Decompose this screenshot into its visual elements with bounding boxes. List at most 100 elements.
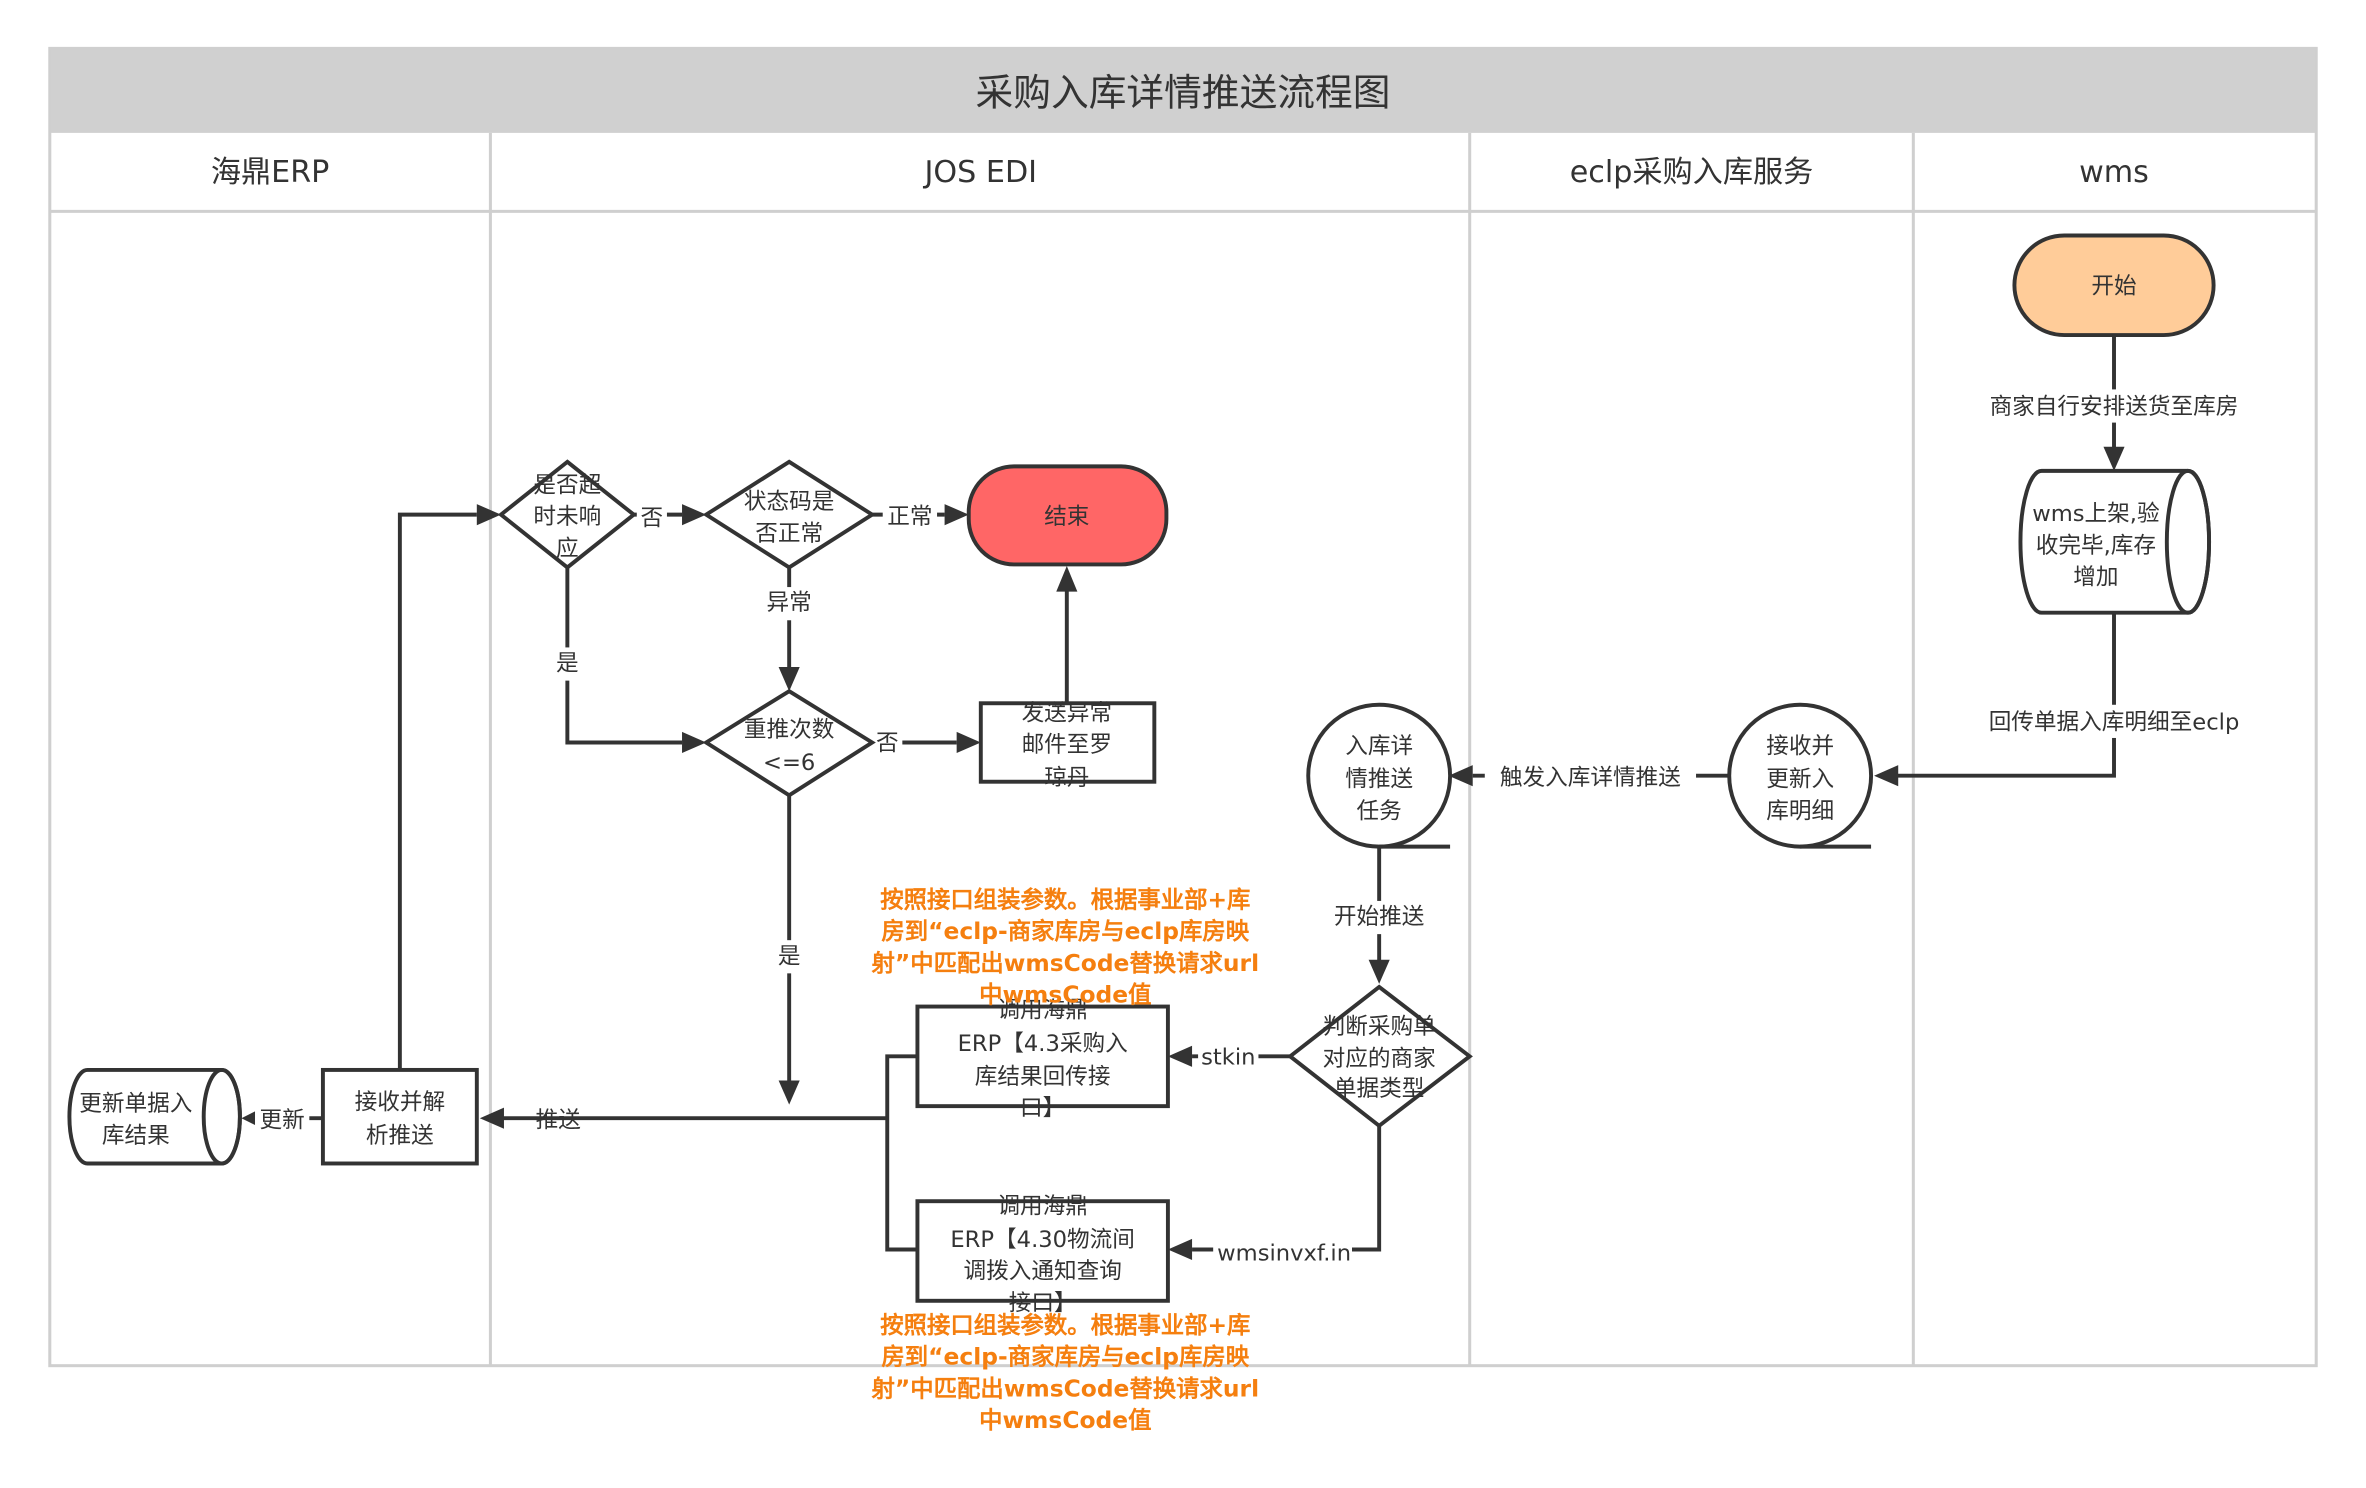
arrow-head bbox=[241, 1110, 257, 1126]
node-call-43-line3: 库结果回传接 bbox=[975, 1064, 1111, 1090]
node-status-ok-line2: 否正常 bbox=[755, 521, 823, 547]
edge-label-start-push: 开始推送 bbox=[1334, 904, 1424, 930]
edge-label-no-retry: 否 bbox=[876, 731, 899, 757]
node-receive-update-line1: 接收并 bbox=[1766, 734, 1834, 760]
node-timeout-line1: 是否超 bbox=[533, 472, 601, 498]
note-bottom-line2: 房到“eclp-商家库房与eclp库房映 bbox=[881, 1343, 1249, 1371]
arrow-head bbox=[778, 667, 800, 692]
arrow-head bbox=[476, 504, 501, 526]
node-start-label: 开始 bbox=[2091, 273, 2136, 299]
node-push-task-line1: 入库详 bbox=[1345, 734, 1413, 760]
edge-label-yes-retry: 是 bbox=[778, 943, 801, 969]
node-call-43-line2: ERP【4.3采购入 bbox=[958, 1031, 1128, 1057]
node-call-430-line2: ERP【4.30物流间 bbox=[950, 1227, 1135, 1253]
arrow-head bbox=[778, 1080, 800, 1105]
node-call-43-line1: 调用海鼎 bbox=[997, 998, 1087, 1024]
node-receive-parse-line1: 接收并解 bbox=[355, 1090, 445, 1116]
edge-label-wmsinvxf: wmsinvxf.in bbox=[1217, 1241, 1351, 1267]
node-judge-type-line1: 判断采购单 bbox=[1323, 1014, 1436, 1040]
node-retry-line1: 重推次数 bbox=[744, 717, 834, 743]
node-send-mail-line3: 琼丹 bbox=[1044, 765, 1089, 791]
node-push-task: 入库详 情推送 任务 bbox=[1306, 702, 1453, 849]
note-top-line4: 中wmsCode值 bbox=[979, 980, 1151, 1008]
node-receive-update: 接收并 更新入 库明细 bbox=[1727, 702, 1874, 849]
edge-label-abnormal: 异常 bbox=[767, 590, 812, 616]
node-call-43: 调用海鼎 ERP【4.3采购入 库结果回传接 口】 bbox=[915, 998, 1170, 1122]
edge-timeout-to-retry bbox=[565, 567, 683, 745]
edge-label-no-timeout: 否 bbox=[641, 506, 664, 532]
edge-shelf-to-receive bbox=[1895, 612, 2116, 778]
note-top-line3: 射”中匹配出wmsCode替换请求url bbox=[871, 949, 1260, 977]
edge-label-yes-timeout: 是 bbox=[556, 651, 579, 677]
node-push-task-line3: 任务 bbox=[1357, 798, 1402, 824]
edge-label-trigger-push: 触发入库详情推送 bbox=[1500, 765, 1681, 791]
arrow-head bbox=[956, 731, 981, 754]
edge-label-stkin: stkin bbox=[1201, 1044, 1255, 1070]
node-judge-type-line3: 单据类型 bbox=[1334, 1076, 1424, 1102]
node-retry-line2: <=6 bbox=[763, 750, 815, 776]
edge-label-arrange-delivery: 商家自行安排送货至库房 bbox=[1990, 394, 2239, 420]
arrow-head bbox=[1874, 765, 1899, 787]
node-update-result-line1: 更新单据入 bbox=[79, 1091, 192, 1117]
note-top: 按照接口组装参数。根据事业部+库 房到“eclp-商家库房与eclp库房映 射”… bbox=[871, 885, 1260, 1008]
node-receive-update-line3: 库明细 bbox=[1766, 798, 1834, 824]
node-call-430-line3: 调拨入通知查询 bbox=[963, 1259, 1121, 1285]
node-wms-shelf-line3: 增加 bbox=[2073, 565, 2118, 591]
node-timeout-line3: 应 bbox=[556, 536, 579, 562]
title-bar bbox=[49, 48, 2317, 133]
lane-header-eclp: eclp采购入库服务 bbox=[1570, 155, 1814, 190]
node-start: 开始 bbox=[2012, 233, 2216, 338]
note-bottom-line4: 中wmsCode值 bbox=[979, 1406, 1151, 1434]
node-wms-shelf-line1: wms上架,验 bbox=[2032, 501, 2160, 527]
node-receive-update-line2: 更新入 bbox=[1766, 767, 1834, 793]
arrow-head bbox=[944, 504, 969, 526]
node-send-mail-line1: 发送异常 bbox=[1022, 700, 1113, 726]
node-receive-parse: 接收并解 析推送 bbox=[320, 1067, 479, 1166]
edge-label-push: 推送 bbox=[536, 1108, 581, 1134]
arrow-head bbox=[1056, 565, 1078, 592]
node-call-430-line4: 接口】 bbox=[1009, 1290, 1077, 1316]
node-status-ok-line1: 状态码是 bbox=[744, 489, 834, 515]
arrow-head bbox=[2103, 446, 2125, 471]
node-wms-shelf-line2: 收完毕,库存 bbox=[2036, 533, 2156, 559]
swimlane-frame: 采购入库详情推送流程图 海鼎ERP JOS EDI eclp采购入库服务 wms bbox=[48, 46, 2318, 1368]
node-wms-shelf: wms上架,验 收完毕,库存 增加 bbox=[2018, 468, 2212, 615]
node-timeout: 是否超 时未响 应 bbox=[497, 459, 637, 570]
arrow-head bbox=[682, 504, 707, 526]
note-bottom: 按照接口组装参数。根据事业部+库 房到“eclp-商家库房与eclp库房映 射”… bbox=[871, 1311, 1260, 1434]
node-send-mail: 发送异常 邮件至罗 琼丹 bbox=[978, 700, 1157, 791]
node-call-430-line1: 调用海鼎 bbox=[997, 1194, 1087, 1220]
node-status-ok: 状态码是 否正常 bbox=[702, 459, 876, 570]
edge-calls-merge bbox=[885, 1054, 918, 1252]
edge-labels: 商家自行安排送货至库房 回传单据入库明细至eclp 触发入库详情推送 开始推送 … bbox=[255, 389, 2259, 1271]
note-bottom-line1: 按照接口组装参数。根据事业部+库 bbox=[880, 1311, 1250, 1339]
node-end: 结束 bbox=[966, 464, 1169, 567]
node-judge-type-line2: 对应的商家 bbox=[1323, 1046, 1436, 1072]
node-update-result-line2: 库结果 bbox=[102, 1123, 170, 1149]
edge-label-return-detail: 回传单据入库明细至eclp bbox=[1989, 709, 2240, 735]
diagram-title: 采购入库详情推送流程图 bbox=[976, 71, 1391, 115]
note-top-line2: 房到“eclp-商家库房与eclp库房映 bbox=[881, 917, 1249, 945]
lane-header-erp: 海鼎ERP bbox=[211, 155, 330, 190]
arrow-head bbox=[682, 731, 707, 754]
edge-judge-to-call430 bbox=[1192, 1125, 1382, 1252]
node-retry: 重推次数 <=6 bbox=[702, 688, 876, 798]
node-update-result: 更新单据入 库结果 bbox=[67, 1067, 242, 1166]
arrow-head bbox=[479, 1107, 504, 1129]
arrow-head bbox=[1167, 1045, 1193, 1067]
note-top-line1: 按照接口组装参数。根据事业部+库 bbox=[880, 885, 1250, 913]
edge-label-update: 更新 bbox=[260, 1108, 305, 1134]
lane-header-jos-edi: JOS EDI bbox=[923, 155, 1038, 190]
note-bottom-line3: 射”中匹配出wmsCode替换请求url bbox=[871, 1374, 1260, 1402]
arrow-head bbox=[1368, 959, 1390, 984]
node-receive-parse-line2: 析推送 bbox=[366, 1123, 434, 1149]
node-send-mail-line2: 邮件至罗 bbox=[1022, 732, 1113, 758]
node-push-task-line2: 情推送 bbox=[1345, 767, 1413, 793]
arrow-head bbox=[1167, 1238, 1193, 1261]
node-timeout-line2: 时未响 bbox=[533, 504, 601, 530]
arrow-head bbox=[1448, 765, 1473, 787]
edge-parse-to-timeout bbox=[397, 512, 477, 1070]
node-judge-type: 判断采购单 对应的商家 单据类型 bbox=[1286, 984, 1473, 1129]
node-call-430: 调用海鼎 ERP【4.30物流间 调拨入通知查询 接口】 bbox=[915, 1194, 1170, 1316]
